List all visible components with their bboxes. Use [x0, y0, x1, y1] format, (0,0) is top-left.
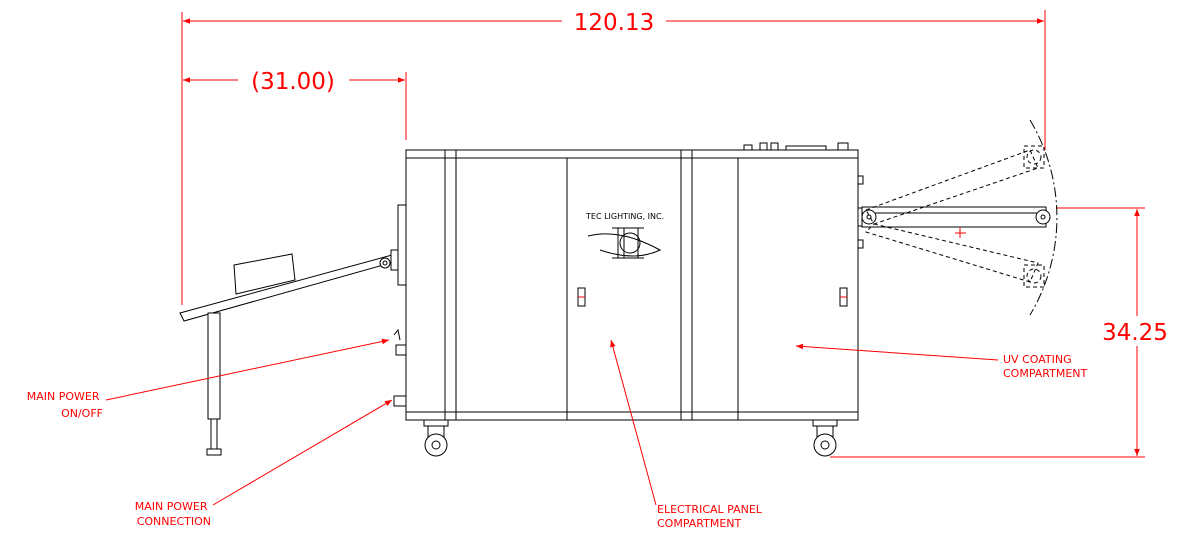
svg-text:ELECTRICAL PANEL COMPART: ELECTRICAL PANEL COMPARTMENT — [657, 503, 765, 530]
svg-text:MAIN POWER ON/OFF: MAIN POWER ON/OFF — [27, 390, 103, 420]
callout-text-line: ELECTRICAL PANEL — [657, 503, 763, 516]
dimension-height: 34.25 — [830, 207, 1168, 458]
dimension-infeed-length: (31.00) — [183, 69, 407, 140]
callout-text-line: ON/OFF — [61, 407, 103, 420]
callout-text-line: COMPARTMENT — [1003, 367, 1088, 380]
caster-right — [812, 419, 838, 457]
outfeed-swing-arm — [861, 119, 1058, 316]
company-logo: TEC LIGHTING, INC. — [585, 212, 664, 259]
infeed-length-value: (31.00) — [251, 69, 335, 95]
callout-uv-coating: UV COATING COMPARTMENT — [795, 343, 1088, 380]
callout-main-power-connection: MAIN POWER CONNECTION — [135, 399, 393, 528]
callout-text-line: MAIN POWER — [135, 500, 208, 513]
logo-company-name: TEC LIGHTING, INC. — [585, 212, 664, 221]
callout-text-line: MAIN POWER — [27, 390, 100, 403]
callout-text-line: CONNECTION — [137, 515, 211, 528]
overall-length-value: 120.13 — [574, 10, 654, 36]
callout-text-line: UV COATING — [1003, 353, 1072, 366]
svg-text:MAIN POWER CONNECTION: MAIN POWER CONNECTION — [135, 500, 211, 528]
caster-left — [423, 419, 449, 457]
height-value: 34.25 — [1102, 320, 1168, 346]
svg-text:UV COATING COMPARTMENT: UV COATING COMPARTMENT — [1003, 353, 1088, 380]
callout-main-power-switch: MAIN POWER ON/OFF — [27, 338, 390, 420]
main-cabinet — [393, 142, 865, 421]
dimension-overall-length: 120.13 — [181, 10, 1046, 305]
callout-electrical-panel: ELECTRICAL PANEL COMPARTMENT — [610, 339, 765, 530]
infeed-conveyor — [179, 249, 400, 456]
callout-text-line: COMPARTMENT — [657, 517, 742, 530]
